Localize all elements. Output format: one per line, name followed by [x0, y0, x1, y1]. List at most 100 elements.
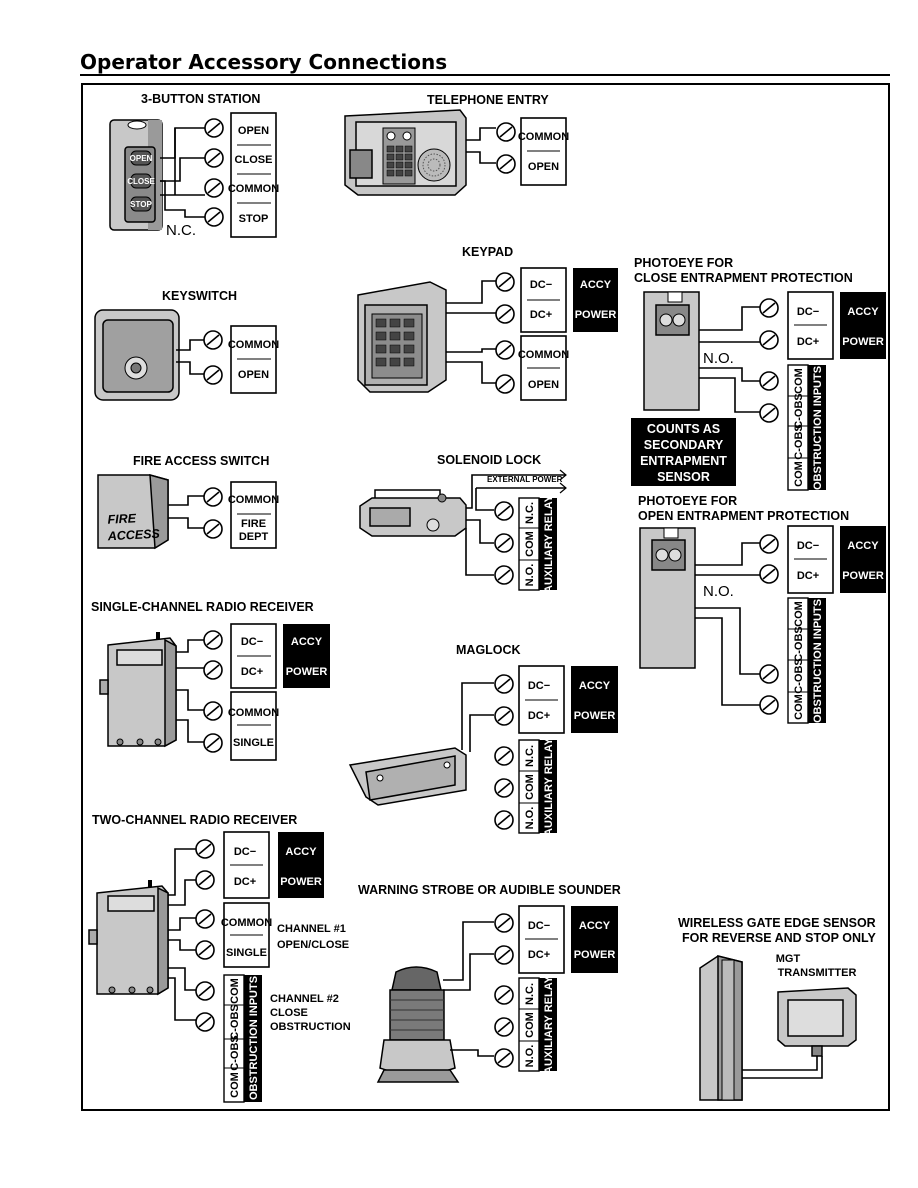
photoeye-open-accy: ACCY: [847, 540, 879, 552]
photoeye-open-dc-minus: DC−: [797, 540, 819, 552]
photoeye-open: PHOTOEYE FOR OPEN ENTRAPMENT PROTECTION …: [638, 494, 886, 724]
single-dc-minus: DC−: [241, 636, 263, 648]
fire-terminal-fire: FIRE: [241, 518, 266, 530]
keypad-device: [357, 281, 447, 393]
strobe-power: POWER: [574, 949, 616, 961]
keyswitch-terminal-common: COMMON: [228, 339, 279, 351]
single-accy-power: [283, 624, 330, 688]
strobe-accy: ACCY: [579, 920, 611, 932]
two-obs-cobs-2: C-OBS: [229, 1035, 241, 1070]
two-obs-cobs: C-OBS: [229, 1004, 241, 1039]
two-channel-receiver: TWO-CHANNEL RADIO RECEIVER DC− DC+ ACCY …: [88, 813, 351, 1103]
solenoid-nc: N.C.: [524, 502, 536, 524]
keypad-title: KEYPAD: [462, 245, 513, 259]
photoeye-close-power: POWER: [842, 336, 884, 348]
photoeye-open-no: N.O.: [703, 583, 734, 600]
terminal-close: CLOSE: [235, 154, 273, 166]
keyswitch: KEYSWITCH COMMON OPEN: [94, 289, 279, 401]
wireless-gate-edge: WIRELESS GATE EDGE SENSOR FOR REVERSE AN…: [678, 916, 876, 1101]
two-accy-power: [278, 832, 324, 898]
photoeye-open-accy-power: [840, 526, 886, 593]
strobe-no: N.O.: [524, 1045, 536, 1068]
photoeye-open-com-2: COM: [793, 694, 805, 720]
three-button-device: OPEN CLOSE STOP: [109, 119, 163, 231]
keypad-accy-power: [573, 268, 618, 332]
solenoid-no: N.O.: [524, 564, 536, 587]
channel1-line1: CHANNEL #1: [277, 923, 346, 935]
button-close-text: CLOSE: [127, 177, 155, 186]
solenoid-title: SOLENOID LOCK: [437, 453, 541, 467]
terminal-open: OPEN: [238, 125, 269, 137]
three-button-terminal-block: [230, 112, 277, 238]
keypad-terminal-common: COMMON: [518, 349, 569, 361]
photoeye-close-com-2: COM: [793, 461, 805, 487]
photoeye-close-accy-power: [840, 292, 886, 359]
two-dc-plus: DC+: [234, 876, 256, 888]
photoeye-close-obs-label-box: [808, 365, 826, 490]
maglock-nc: N.C.: [524, 745, 536, 767]
maglock-relay-label-box: [539, 740, 557, 833]
single-channel-receiver: SINGLE-CHANNEL RADIO RECEIVER DC− DC+ AC…: [91, 600, 330, 761]
keypad-terminal-open: OPEN: [528, 379, 559, 391]
keyswitch-device: [94, 309, 180, 401]
gate-edge-device: [699, 955, 857, 1101]
single-dc-plus: DC+: [241, 666, 263, 678]
single-terminal-block: [230, 691, 277, 761]
channel2-line1: CHANNEL #2: [270, 993, 339, 1005]
three-button-title: 3-BUTTON STATION: [141, 92, 260, 106]
keypad: KEYPAD DC− DC+ ACCY POWER COMMON: [357, 245, 618, 401]
photoeye-open-com: COM: [793, 601, 805, 627]
maglock-dc-plus: DC+: [528, 710, 550, 722]
single-accy: ACCY: [291, 636, 323, 648]
note-line4: SENSOR: [657, 470, 710, 484]
two-channel-device: [88, 880, 169, 996]
photoeye-open-power: POWER: [842, 570, 884, 582]
strobe-com: COM: [524, 1012, 536, 1038]
two-channel-title: TWO-CHANNEL RADIO RECEIVER: [92, 813, 297, 827]
note-line1: COUNTS AS: [647, 422, 720, 436]
channel2-line2: CLOSE: [270, 1007, 308, 1019]
telephone-title: TELEPHONE ENTRY: [427, 93, 549, 107]
keyswitch-terminal-open: OPEN: [238, 369, 269, 381]
maglock-title: MAGLOCK: [456, 643, 521, 657]
solenoid-relay-label: AUXILIARY RELAY: [543, 494, 555, 593]
solenoid-relay-label-box: [539, 498, 557, 590]
maglock-accy-power: [571, 666, 618, 733]
photoeye-close-dc-minus: DC−: [797, 306, 819, 318]
photoeye-close-title1: PHOTOEYE FOR: [634, 256, 733, 270]
fire-terminal-common: COMMON: [228, 494, 279, 506]
strobe-relay-label: AUXILIARY RELAY: [543, 975, 555, 1074]
fire-face-line2: ACCESS: [106, 527, 160, 544]
photoeye-close-cobs-2: C-OBS: [793, 424, 805, 459]
maglock-accy: ACCY: [579, 680, 611, 692]
photoeye-open-title2: OPEN ENTRAPMENT PROTECTION: [638, 509, 849, 523]
telephone-entry: TELEPHONE ENTRY COMMON OPEN: [344, 93, 569, 196]
photoeye-open-cobs: C-OBS: [793, 626, 805, 661]
strobe-nc: N.C.: [524, 983, 536, 1005]
photoeye-close: PHOTOEYE FOR CLOSE ENTRAPMENT PROTECTION…: [631, 256, 886, 491]
single-channel-title: SINGLE-CHANNEL RADIO RECEIVER: [91, 600, 314, 614]
terminal-stop: STOP: [239, 213, 269, 225]
diagram-frame: [81, 83, 890, 1111]
single-channel-device: [99, 632, 177, 748]
strobe-accy-power: [571, 906, 618, 973]
strobe-relay-label-box: [539, 978, 557, 1071]
secondary-sensor-note: [631, 418, 736, 486]
two-obs-com-2: COM: [229, 1072, 241, 1098]
maglock-relay-label: AUXILIARY RELAY: [543, 737, 555, 836]
terminal-common: COMMON: [228, 183, 279, 195]
nc-label: N.C.: [166, 222, 196, 239]
strobe-dc-plus: DC+: [528, 949, 550, 961]
three-button-station: 3-BUTTON STATION OPEN CLOSE STOP N.C. OP…: [109, 92, 279, 239]
two-obs-label-box: [244, 975, 262, 1102]
single-terminal-common: COMMON: [228, 707, 279, 719]
photoeye-close-com: COM: [793, 368, 805, 394]
solenoid-com: COM: [524, 531, 536, 557]
keypad-dc-minus: DC−: [530, 279, 552, 291]
maglock-dc-minus: DC−: [528, 680, 550, 692]
photoeye-close-device: [643, 291, 700, 411]
keyswitch-title: KEYSWITCH: [162, 289, 237, 303]
photoeye-open-obs-label-box: [808, 598, 826, 723]
channel1-line2: OPEN/CLOSE: [277, 939, 349, 951]
photoeye-open-dc-plus: DC+: [797, 570, 819, 582]
